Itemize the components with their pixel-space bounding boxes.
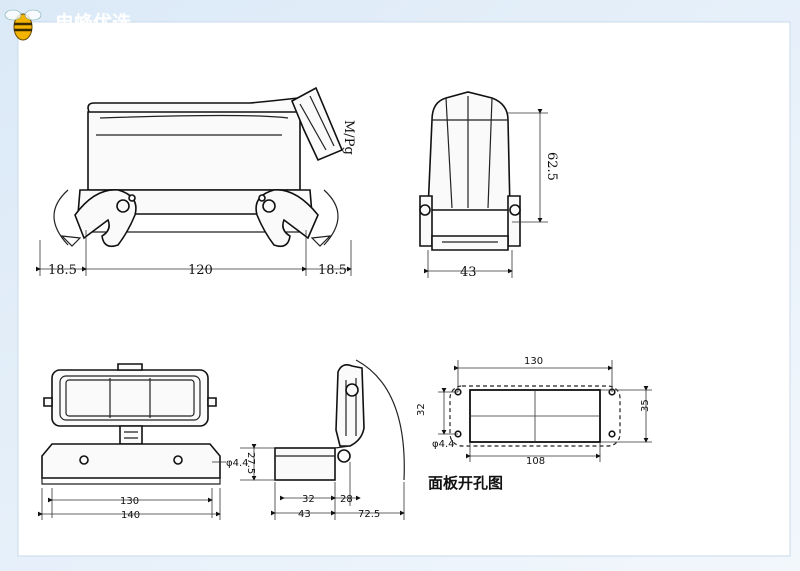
dim-hole-4-4: φ4.4 [226, 458, 249, 469]
dim-center-120: 120 [188, 263, 213, 278]
dim-inner-32: 32 [302, 494, 315, 505]
dim-height-27-5: 27.5 [245, 452, 256, 474]
dim-right-18-5: 18.5 [318, 263, 347, 278]
front-view: M/Pg 18.5 120 18.5 [36, 86, 356, 278]
base-front-view: φ4.4 130 140 [38, 363, 249, 521]
panel-cutout: 130 108 32 φ4.4 35 面板开孔图 [416, 356, 652, 492]
dim-cutout-hole: φ4.4 [432, 439, 455, 450]
dim-outer-140: 140 [121, 510, 140, 521]
dim-open-72-5: 72.5 [358, 509, 380, 520]
dim-left-18-5: 18.5 [48, 263, 77, 278]
dim-cutout-130: 130 [524, 356, 543, 367]
dim-height-62-5: 62.5 [544, 152, 559, 181]
dim-width-43-base: 43 [298, 509, 311, 520]
dim-lever-28: 28 [340, 494, 353, 505]
dim-width-43: 43 [460, 265, 477, 280]
dim-cutout-35: 35 [640, 399, 651, 412]
brand-name: 电蜂优选 [55, 11, 131, 34]
panel-cutout-caption: 面板开孔图 [428, 474, 503, 492]
lever-pivot-left [116, 199, 130, 213]
brand-tagline: 原厂直采电子连接器商城 [55, 36, 138, 46]
cable-thread-label: M/Pg [341, 120, 356, 155]
dim-cutout-108: 108 [526, 456, 545, 467]
base-side-view: 27.5 32 28 43 72.5 [240, 359, 405, 520]
mount-hole [608, 430, 616, 438]
brand-logo: 电蜂优选 原厂直采电子连接器商城 [4, 9, 138, 46]
bee-logo-icon [4, 9, 42, 41]
dim-cutout-32: 32 [416, 403, 427, 416]
lever-pivot-right [262, 199, 276, 213]
dim-inner-130: 130 [120, 496, 139, 507]
side-view: 62.5 43 [419, 91, 559, 280]
